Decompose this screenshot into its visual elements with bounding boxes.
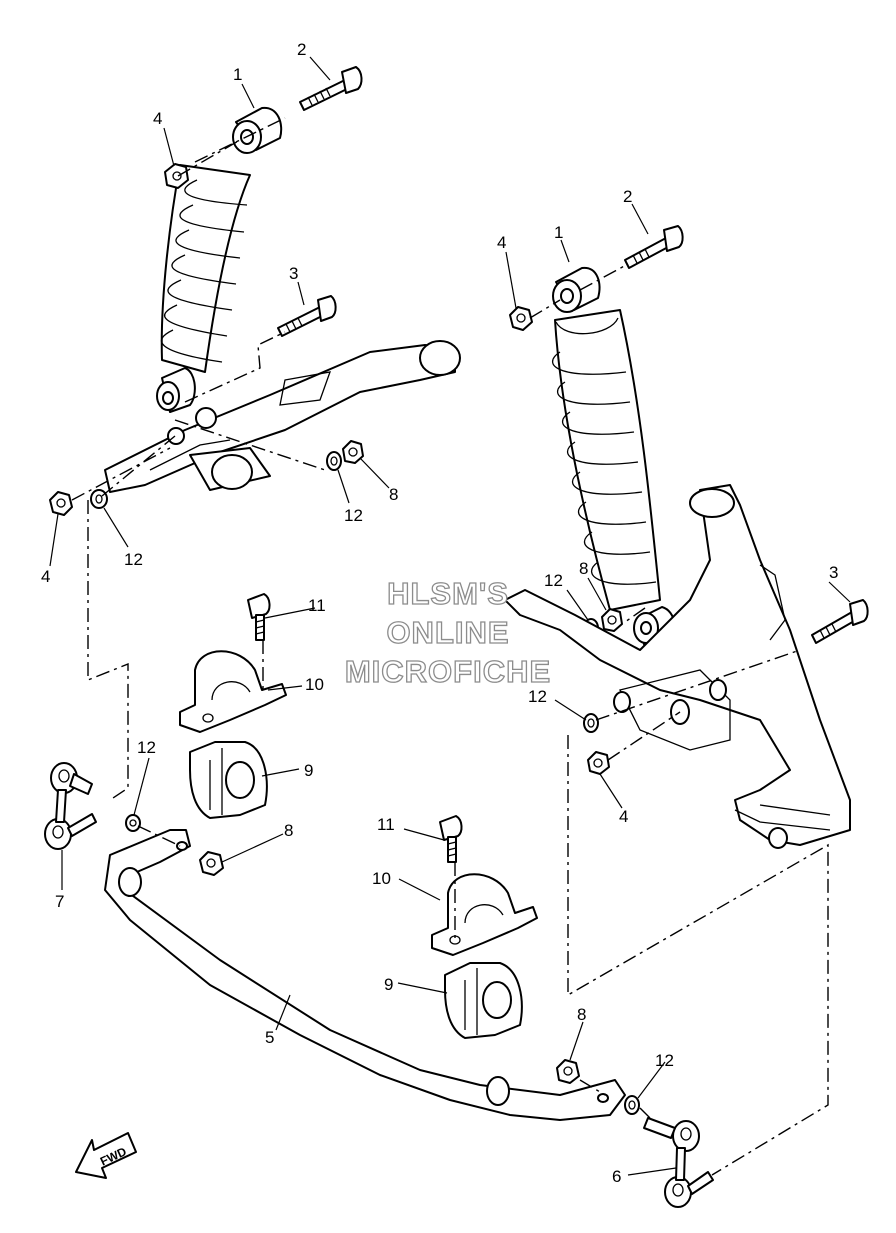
callout-11b: 11	[377, 815, 395, 834]
washer-12-right-mid[interactable]	[583, 713, 599, 733]
washer-12-left-mid[interactable]	[326, 451, 342, 471]
nut-4-right-lower[interactable]	[587, 751, 610, 775]
callout-5: 5	[265, 1028, 274, 1047]
bracket-10-left[interactable]	[179, 650, 287, 733]
leader-lines	[49, 56, 851, 1176]
callout-9b: 9	[384, 975, 393, 994]
callout-8d: 8	[577, 1005, 586, 1024]
callout-11a: 11	[308, 596, 326, 615]
right-a-arm[interactable]	[504, 484, 851, 849]
right-shock-absorber[interactable]	[552, 266, 676, 651]
nut-4-right-upper[interactable]	[509, 306, 533, 331]
bushing-9-right[interactable]	[444, 962, 523, 1039]
bushing-9-left[interactable]	[189, 741, 268, 819]
nut-8-right-upper[interactable]	[601, 608, 623, 632]
callout-12c: 12	[544, 571, 563, 590]
callout-8a: 8	[389, 485, 398, 504]
callout-3b: 3	[829, 563, 838, 582]
left-a-arm[interactable]	[104, 340, 461, 493]
callout-1b: 1	[554, 223, 563, 242]
washer-12-left-lower[interactable]	[90, 489, 108, 509]
callout-12d: 12	[528, 687, 547, 706]
callout-1a: 1	[233, 65, 242, 84]
bolt-2-right[interactable]	[624, 225, 684, 269]
callout-10a: 10	[305, 675, 324, 694]
callout-12e: 12	[137, 738, 156, 757]
assembly-dash-lines	[71, 117, 829, 1176]
bolt-2-left[interactable]	[299, 66, 363, 111]
fwd-arrow-icon: FWD	[75, 1132, 137, 1179]
callout-4a: 4	[153, 109, 162, 128]
nut-8-left-mid[interactable]	[342, 440, 364, 464]
callout-8b: 8	[579, 559, 588, 578]
bolt-3-right[interactable]	[811, 599, 869, 644]
nut-8-stabilizer-right[interactable]	[556, 1059, 580, 1084]
bolt-3-left[interactable]	[277, 295, 337, 337]
callout-12b: 12	[124, 550, 143, 569]
nut-4-left-lower[interactable]	[49, 491, 73, 516]
nut-4-left-upper[interactable]	[164, 163, 189, 189]
callout-6: 6	[612, 1167, 621, 1186]
callout-4d: 4	[619, 807, 628, 826]
callout-numbers: 1 2 4 3 8 12 4 12 1 2 4 11 10 9 12 8 3 1…	[41, 40, 838, 1186]
bolt-11-right[interactable]	[439, 815, 463, 863]
bracket-10-right[interactable]	[431, 873, 538, 956]
washer-12-link-left[interactable]	[125, 814, 141, 832]
link-rod-7[interactable]	[44, 762, 97, 850]
callout-10b: 10	[372, 869, 391, 888]
watermark-line-2: ONLINE	[386, 615, 509, 650]
callout-2b: 2	[623, 187, 632, 206]
washer-12-link-right[interactable]	[624, 1095, 640, 1115]
link-rod-6[interactable]	[643, 1117, 714, 1208]
callout-8c: 8	[284, 821, 293, 840]
callout-4c: 4	[497, 233, 506, 252]
callout-3a: 3	[289, 264, 298, 283]
watermark-line-1: HLSM'S	[387, 576, 509, 611]
watermark-line-3: MICROFICHE	[345, 654, 551, 689]
callout-4b: 4	[41, 567, 50, 586]
callout-2a: 2	[297, 40, 306, 59]
left-shock-absorber[interactable]	[156, 106, 283, 413]
callout-12a: 12	[344, 506, 363, 525]
nut-8-stabilizer-left[interactable]	[199, 851, 224, 876]
watermark: HLSM'S ONLINE MICROFICHE	[344, 575, 551, 689]
stabilizer-bar-5[interactable]	[104, 829, 626, 1121]
callout-9a: 9	[304, 761, 313, 780]
bolt-11-left[interactable]	[247, 593, 271, 641]
callout-12f: 12	[655, 1051, 674, 1070]
callout-7: 7	[55, 892, 64, 911]
